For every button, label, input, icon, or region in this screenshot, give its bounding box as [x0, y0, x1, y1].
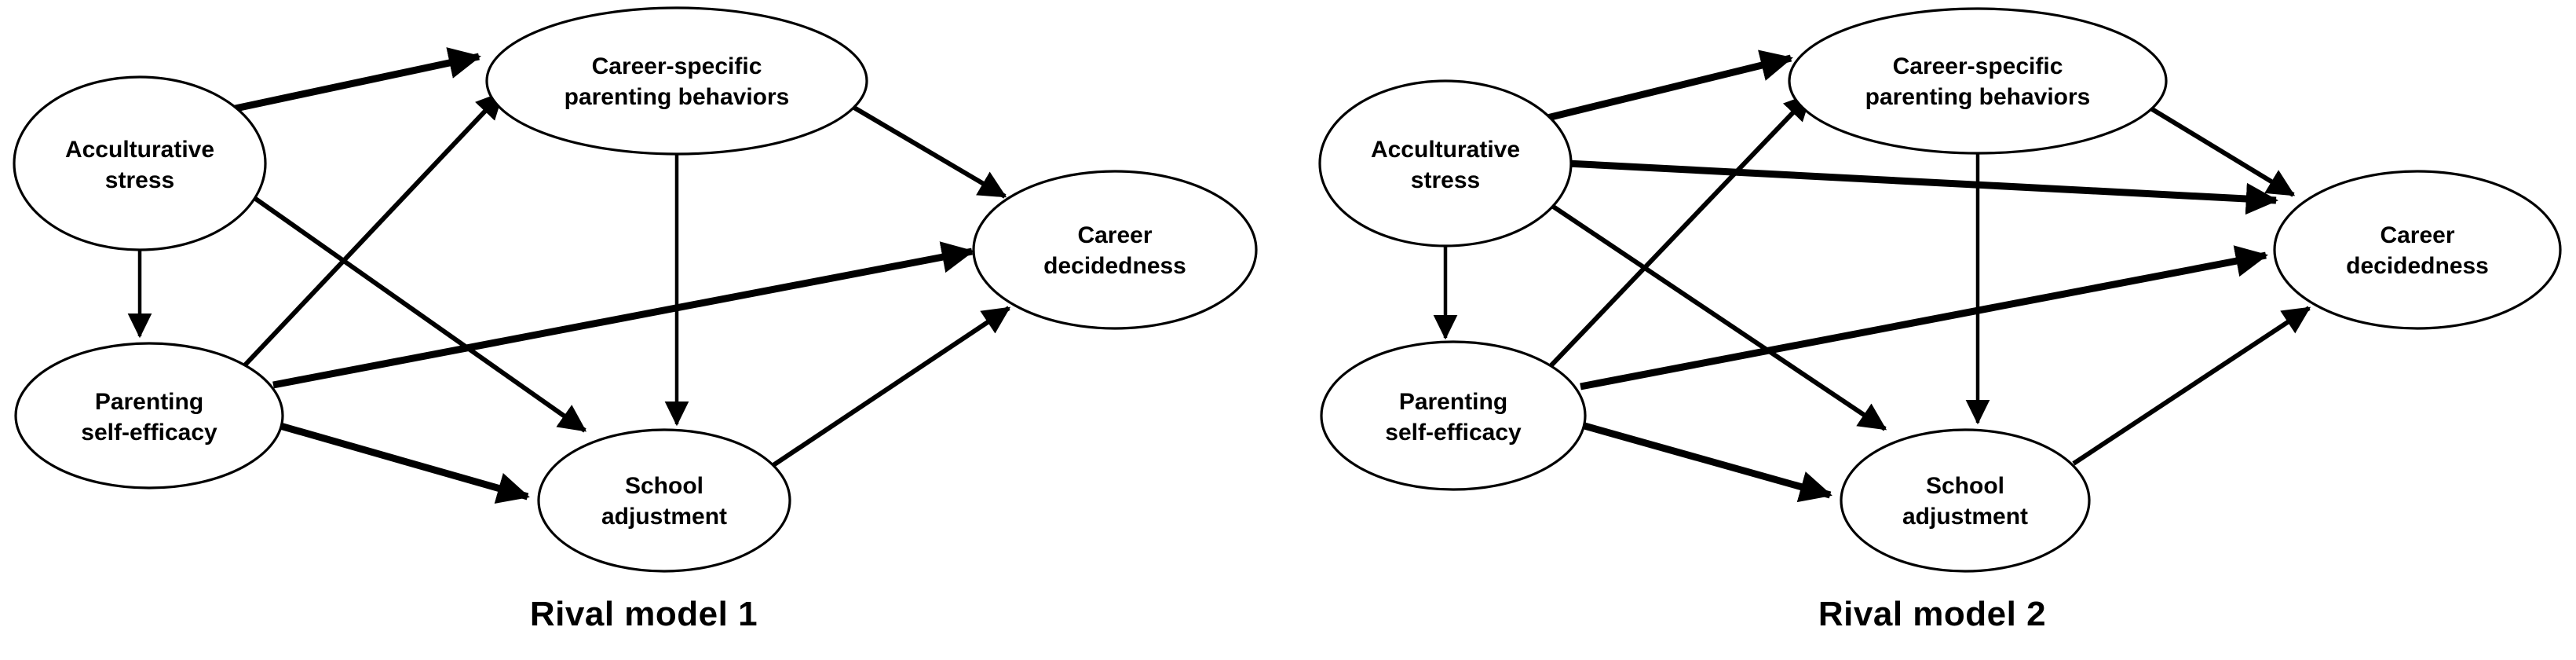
- parenting-self-efficacy-label-line1: Parenting: [1399, 389, 1507, 415]
- panel-rival-model-1: Acculturative stress Parenting self-effi…: [13, 6, 1258, 633]
- node-school-adjustment[interactable]: School adjustment: [1840, 428, 2091, 573]
- career-specific-parenting-label-line2: parenting behaviors: [565, 84, 790, 110]
- career-decidedness-label-line1: Career: [1077, 222, 1152, 248]
- career-decidedness-label-line1: Career: [2380, 222, 2454, 248]
- school-adjustment-label-line2: adjustment: [601, 504, 727, 530]
- edge-stress-to-career-decidedness: [1566, 160, 2278, 215]
- career-decidedness-label-line2: decidedness: [2346, 253, 2489, 279]
- edge-stress-to-school-adjustment: [226, 177, 587, 433]
- node-acculturative-stress[interactable]: Acculturative stress: [1318, 79, 1573, 248]
- edge-self-efficacy-to-parenting-behaviors: [237, 90, 505, 373]
- node-career-decidedness[interactable]: Career decidedness: [2273, 170, 2562, 330]
- parenting-self-efficacy-ellipse[interactable]: [1320, 340, 1587, 491]
- acculturative-stress-label-line2: stress: [1411, 167, 1480, 193]
- edge-stress-to-parenting-behaviors: [198, 47, 481, 120]
- node-school-adjustment[interactable]: School adjustment: [537, 428, 791, 573]
- parenting-self-efficacy-label-line2: self-efficacy: [1385, 420, 1522, 446]
- acculturative-stress-ellipse[interactable]: [1318, 79, 1573, 248]
- edge-self-efficacy-to-school-adjustment: [1577, 420, 1832, 503]
- caption-rival-model-2: Rival model 2: [1818, 595, 2047, 633]
- school-adjustment-label-line1: School: [1926, 473, 2004, 499]
- parenting-self-efficacy-ellipse[interactable]: [14, 342, 284, 490]
- career-specific-parenting-ellipse[interactable]: [485, 6, 868, 156]
- edge-parenting-behaviors-to-career-decidedness: [2136, 98, 2296, 197]
- school-adjustment-label-line2: adjustment: [1902, 504, 2028, 530]
- model-1-edges: [127, 47, 1011, 504]
- career-specific-parenting-label-line2: parenting behaviors: [1865, 84, 2091, 110]
- node-career-decidedness[interactable]: Career decidedness: [972, 170, 1258, 330]
- career-specific-parenting-label-line1: Career-specific: [592, 53, 762, 79]
- caption-rival-model-1: Rival model 1: [529, 595, 758, 633]
- edge-stress-to-parenting-behaviors: [1546, 50, 1793, 122]
- edge-self-efficacy-to-school-adjustment: [273, 420, 530, 504]
- edge-stress-to-school-adjustment: [1536, 194, 1887, 431]
- school-adjustment-ellipse[interactable]: [1840, 428, 2091, 573]
- node-acculturative-stress[interactable]: Acculturative stress: [13, 75, 267, 251]
- acculturative-stress-ellipse[interactable]: [13, 75, 267, 251]
- career-specific-parenting-label-line1: Career-specific: [1893, 53, 2063, 79]
- node-career-specific-parenting-behaviors[interactable]: Career-specific parenting behaviors: [485, 6, 868, 156]
- node-parenting-self-efficacy[interactable]: Parenting self-efficacy: [1320, 340, 1587, 491]
- acculturative-stress-label-line2: stress: [105, 167, 174, 193]
- career-decidedness-ellipse[interactable]: [972, 170, 1258, 330]
- school-adjustment-ellipse[interactable]: [537, 428, 791, 573]
- node-parenting-self-efficacy[interactable]: Parenting self-efficacy: [14, 342, 284, 490]
- node-career-specific-parenting-behaviors[interactable]: Career-specific parenting behaviors: [1788, 7, 2168, 155]
- parenting-self-efficacy-label-line2: self-efficacy: [81, 420, 217, 446]
- edge-self-efficacy-to-parenting-behaviors: [1545, 92, 1813, 372]
- model-2-edges: [1433, 50, 2311, 503]
- edge-self-efficacy-to-career-decidedness: [1580, 245, 2268, 390]
- edge-parenting-behaviors-to-career-decidedness: [843, 100, 1007, 199]
- career-decidedness-label-line2: decidedness: [1043, 253, 1186, 279]
- edge-school-adjustment-to-career-decidedness: [2072, 306, 2311, 466]
- career-decidedness-ellipse[interactable]: [2273, 170, 2562, 330]
- model-1-diagram: Acculturative stress Parenting self-effi…: [13, 6, 1258, 573]
- edge-school-adjustment-to-career-decidedness: [772, 306, 1011, 468]
- school-adjustment-label-line1: School: [625, 473, 703, 499]
- model-2-diagram: Acculturative stress Parenting self-effi…: [1318, 7, 2562, 573]
- parenting-self-efficacy-label-line1: Parenting: [95, 389, 203, 415]
- acculturative-stress-label-line1: Acculturative: [65, 137, 214, 163]
- acculturative-stress-label-line1: Acculturative: [1371, 137, 1520, 163]
- panel-rival-model-2: Acculturative stress Parenting self-effi…: [1288, 0, 2576, 660]
- edge-self-efficacy-to-career-decidedness: [272, 241, 974, 389]
- career-specific-parenting-ellipse[interactable]: [1788, 7, 2168, 155]
